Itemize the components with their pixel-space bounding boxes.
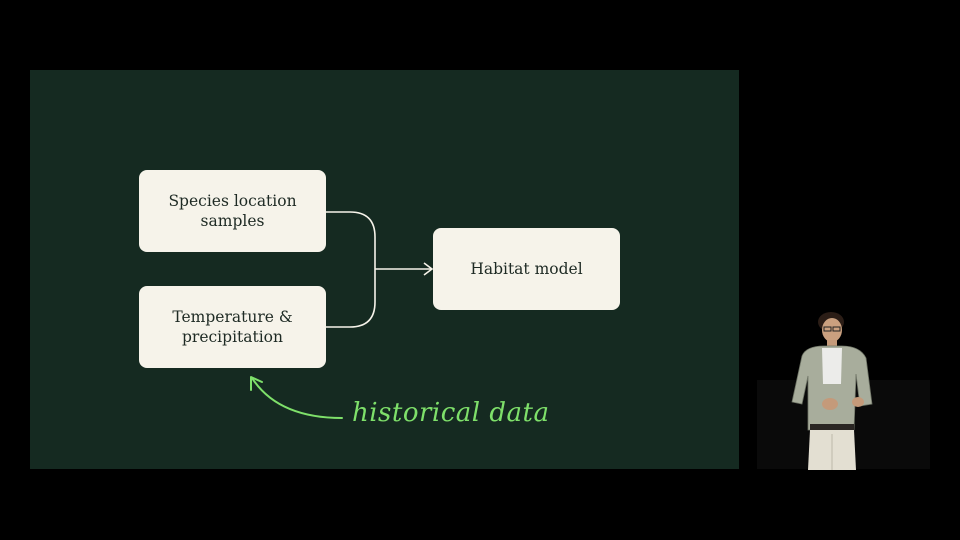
connector-temperature (326, 269, 376, 328)
historical-data-annotation: historical data (352, 398, 550, 428)
flow-connectors (250, 211, 434, 419)
species-box-line-1: Species location (168, 192, 297, 210)
annotation-arrowhead (250, 376, 263, 391)
species-box-line-2: samples (200, 212, 265, 230)
slide: Species location samples Temperature & p… (30, 70, 739, 469)
temperature-box-line-2: precipitation (182, 328, 283, 346)
annotation-arrow (251, 377, 343, 419)
habitat-model-box: Habitat model (433, 228, 620, 310)
habitat-box-label: Habitat model (470, 260, 583, 278)
arrowhead-habitat (423, 262, 434, 276)
connector-species (326, 211, 376, 269)
species-location-box: Species location samples (139, 170, 326, 252)
temperature-box-line-1: Temperature & (172, 308, 293, 326)
presenter-figure (791, 312, 873, 470)
temperature-precipitation-box: Temperature & precipitation (139, 286, 326, 368)
